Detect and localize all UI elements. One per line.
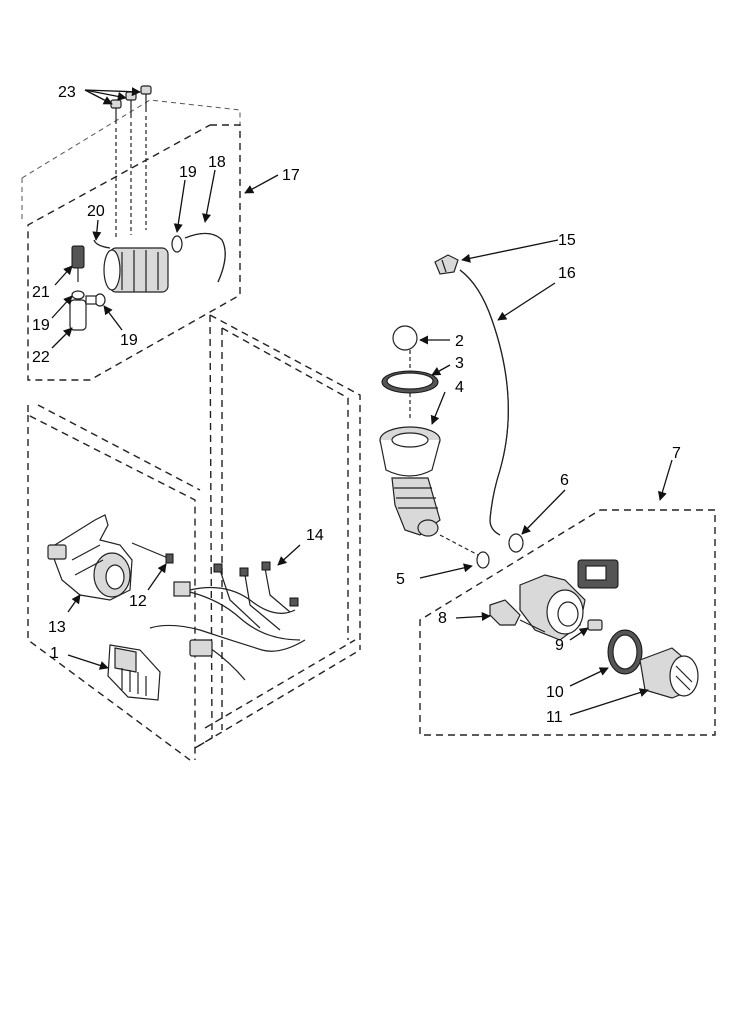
callout-15: 15 [558, 232, 576, 249]
guide-4-5 [439, 534, 481, 557]
callout-17: 17 [282, 167, 300, 184]
hose-16 [459, 269, 509, 536]
callout-23: 23 [58, 84, 76, 101]
callout-labels: 23 17 18 19 20 21 19 19 22 15 16 2 3 4 6… [32, 84, 681, 726]
clamp-5 [476, 551, 490, 569]
callout-3: 3 [455, 355, 464, 372]
callout-16: 16 [558, 265, 576, 282]
wire-harness-14 [149, 561, 306, 681]
drain-pump [519, 559, 619, 641]
assembly-7-box [419, 509, 716, 736]
assembly-17-box [27, 124, 241, 381]
callout-12: 12 [129, 593, 147, 610]
callout-1: 1 [50, 645, 59, 662]
callout-14: 14 [306, 527, 324, 544]
screws-23 [110, 85, 152, 240]
leader-lines [51, 87, 673, 716]
filter-11 [639, 647, 699, 699]
gasket-10 [607, 629, 643, 675]
part-9 [587, 619, 603, 631]
callout-22: 22 [32, 349, 50, 366]
callout-6: 6 [560, 472, 569, 489]
clamp-6 [508, 533, 524, 553]
ring-3 [381, 370, 439, 394]
callout-13: 13 [48, 619, 66, 636]
callout-19-right: 19 [120, 332, 138, 349]
ball-2 [392, 325, 418, 351]
callout-10: 10 [546, 684, 564, 701]
callout-11: 11 [546, 709, 563, 726]
bolt-12 [131, 542, 174, 564]
callout-8: 8 [438, 610, 447, 627]
drive-motor-13 [47, 514, 133, 601]
callout-20: 20 [87, 203, 105, 220]
callout-19-top: 19 [179, 164, 197, 181]
control-module-1 [107, 644, 161, 701]
callout-19-left: 19 [32, 317, 50, 334]
cabinet-outline [21, 99, 361, 761]
hose-18 [184, 232, 226, 283]
connector-21 [71, 245, 85, 282]
callout-9: 9 [555, 637, 564, 654]
clip-15 [434, 254, 459, 275]
water-valve [103, 247, 169, 293]
callout-7: 7 [672, 445, 681, 462]
callout-21: 21 [32, 284, 50, 301]
pipe-20 [93, 239, 111, 249]
sump-hose-4 [379, 426, 441, 537]
clamp-19-left [71, 290, 85, 300]
clamp-19-top [171, 235, 183, 253]
callout-2: 2 [455, 333, 464, 350]
tube-22 [69, 295, 97, 331]
callout-4: 4 [455, 379, 464, 396]
callout-5: 5 [396, 571, 405, 588]
callout-18: 18 [208, 154, 226, 171]
